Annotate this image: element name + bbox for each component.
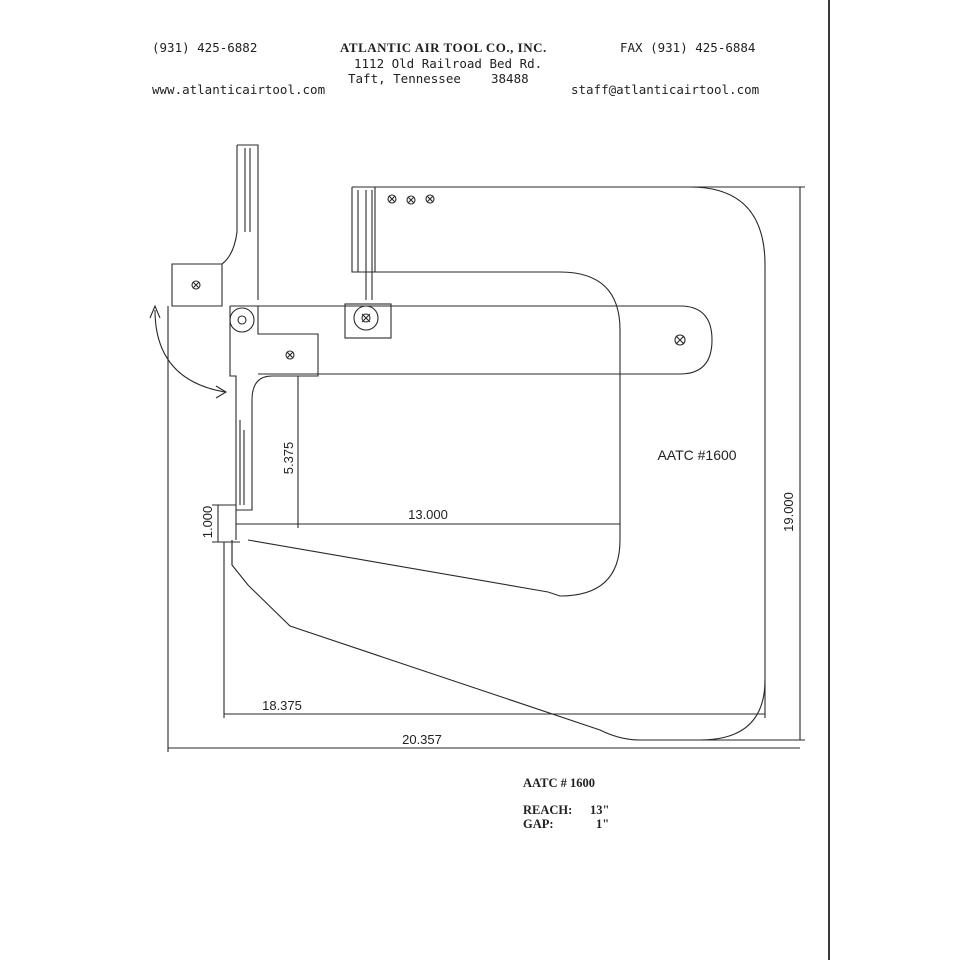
phone-number: (931) 425-6882: [152, 40, 258, 55]
address-line-2: Taft, Tennessee 38488: [348, 71, 529, 86]
gap-label: GAP:: [523, 817, 554, 831]
reach-value: 13": [590, 803, 610, 817]
link-roller-icon: [229, 307, 255, 333]
frame-outer-outline: [231, 186, 766, 741]
frame-throat-outline: [247, 271, 621, 597]
plunger-bar: [221, 144, 259, 300]
spec-title: AATC # 1600: [523, 776, 595, 790]
fax-number: FAX (931) 425-6884: [620, 40, 756, 55]
dim-1000-label: 1.000: [200, 506, 215, 539]
dim-18375-label: 18.375: [262, 698, 302, 713]
frame-screw-2-icon: [406, 195, 416, 205]
model-label: AATC #1600: [657, 447, 736, 463]
handle-plate: [171, 263, 223, 307]
rotation-arrow-icon: [154, 309, 226, 393]
company-name: ATLANTIC AIR TOOL CO., INC.: [340, 40, 547, 55]
reach-label: REACH:: [523, 803, 573, 817]
link-block: [230, 305, 319, 540]
gap-value: 1": [596, 817, 610, 831]
dim-13000-label: 13.000: [408, 507, 448, 522]
page-edge: [828, 0, 830, 960]
email: staff@atlanticairtool.com: [571, 82, 760, 97]
lower-jaw: [231, 420, 245, 565]
pivot-block: [344, 303, 392, 339]
dim-20357-label: 20.357: [402, 732, 442, 747]
lever-arm: [258, 305, 713, 375]
upper-die-holder: [351, 187, 376, 273]
pivot-roller-icon: [353, 305, 379, 331]
address-line-1: 1112 Old Railroad Bed Rd.: [354, 56, 543, 71]
frame-screw-1-icon: [387, 194, 397, 204]
lever-pivot-screw-icon: [674, 334, 686, 346]
frame-screw-3-icon: [425, 194, 435, 204]
handle-screw-icon: [191, 280, 201, 290]
link-screw-icon: [285, 350, 295, 360]
website: www.atlanticairtool.com: [152, 82, 326, 97]
dim-19000-label: 19.000: [781, 492, 796, 532]
dim-5375-label: 5.375: [281, 442, 296, 475]
